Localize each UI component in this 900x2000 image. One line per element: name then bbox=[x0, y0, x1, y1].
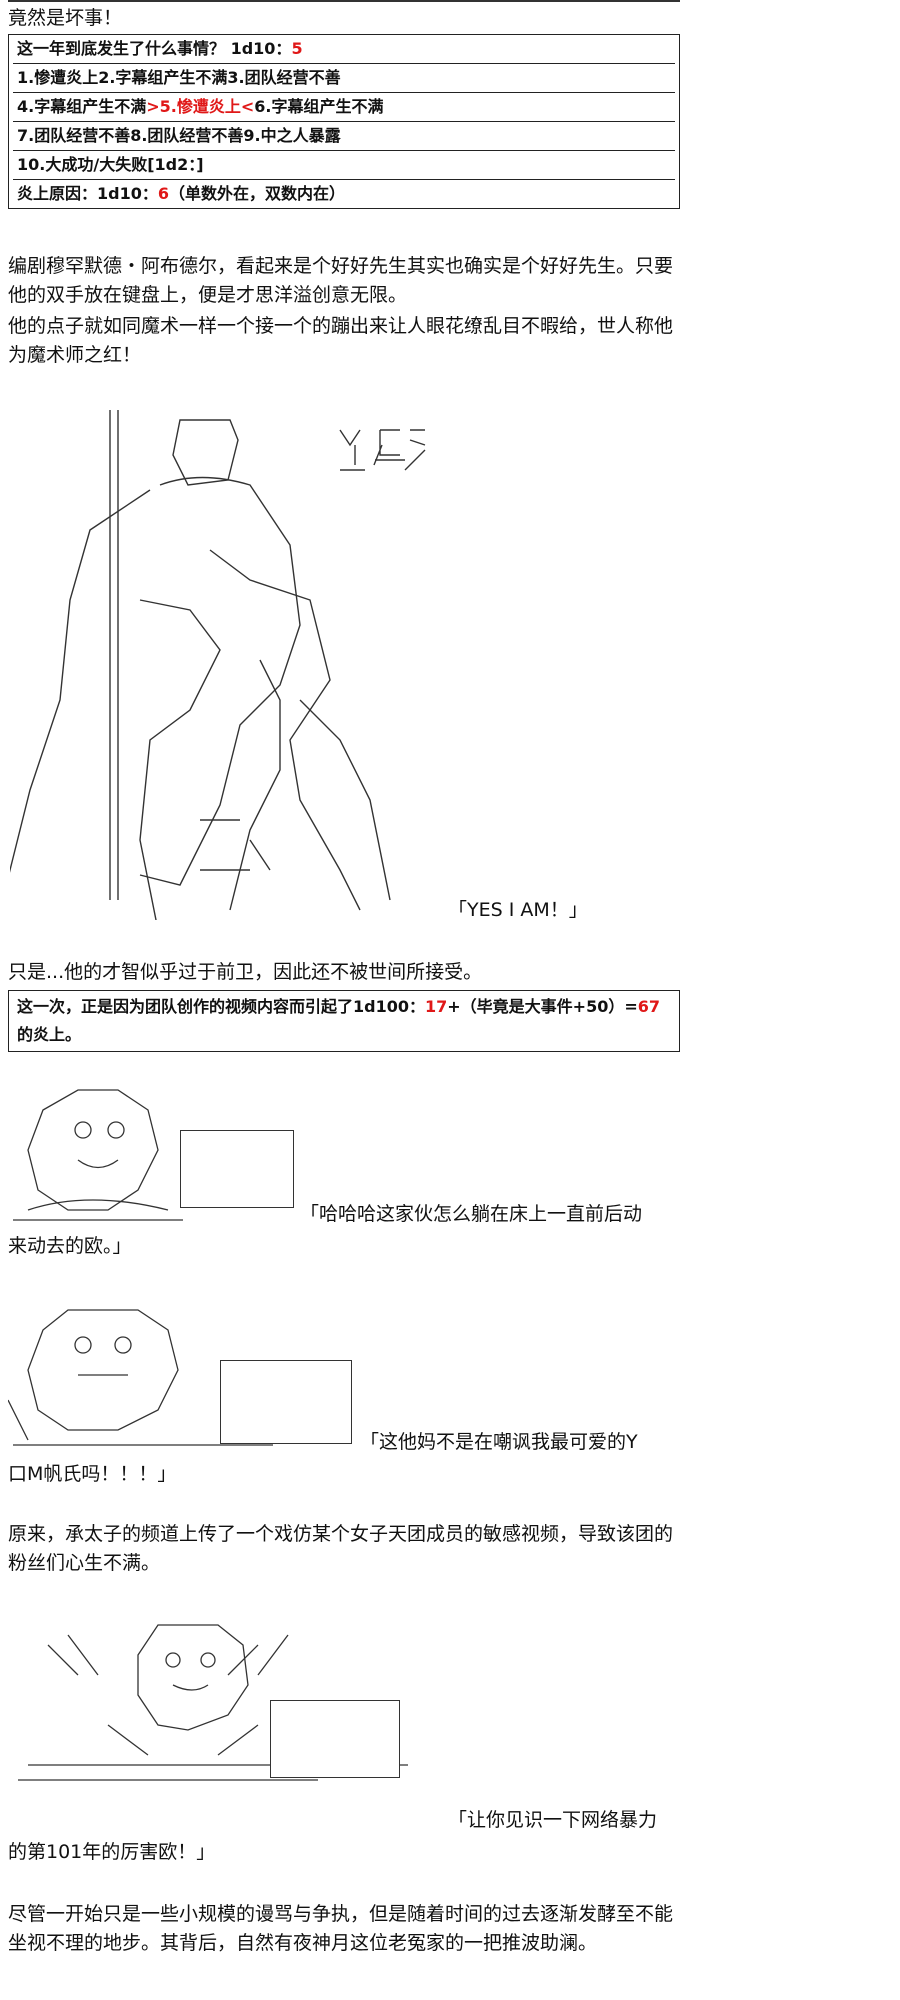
top-rule bbox=[8, 0, 680, 2]
dialogue-line: 「哈哈哈这家伙怎么躺在床上一直前后动 bbox=[300, 1203, 643, 1225]
paragraph: 他的点子就如同魔术一样一个接一个的蹦出来让人眼花缭乱目不暇给，世人称他为魔术师之… bbox=[8, 315, 674, 366]
table-row: 炎上原因：1d10：6（单数外在，双数内在） bbox=[13, 180, 675, 208]
dialogue-line: 的第101年的厉害欧！」 bbox=[8, 1841, 216, 1863]
ascii-art-magician bbox=[10, 410, 426, 920]
row-text: 4.字幕组产生不满 bbox=[17, 97, 147, 116]
table-row: 10.大成功/大失败[1d2：] bbox=[13, 151, 675, 180]
row-text: 10.大成功/大失败[1d2：] bbox=[17, 155, 204, 174]
dialogue-line: 「这他妈不是在嘲讽我最可爱的Y bbox=[360, 1431, 638, 1453]
row-text: 6.字幕组产生不满 bbox=[254, 97, 384, 116]
dice-box: 这一次，正是因为团队创作的视频内容而引起了1d100：17+（毕竟是大事件+50… bbox=[8, 990, 680, 1052]
dice-result: 17 bbox=[425, 997, 448, 1016]
monitor-frame bbox=[270, 1700, 400, 1778]
dialogue-line: 「YES I AM！」 bbox=[448, 899, 588, 921]
row-text: 炎上原因：1d10： bbox=[17, 184, 158, 203]
table-row: 4.字幕组产生不满>5.惨遭炎上<6.字幕组产生不满 bbox=[13, 93, 675, 122]
paragraph: 编剧穆罕默德・阿布德尔，看起来是个好好先生其实也确实是个好好先生。只要他的双手放… bbox=[8, 255, 674, 306]
dice-result: 67 bbox=[637, 997, 661, 1016]
dice-result: 5 bbox=[291, 39, 303, 58]
paragraph: 原来，承太子的频道上传了一个戏仿某个女子天团成员的敏感视频，导致该团的粉丝们心生… bbox=[8, 1523, 674, 1574]
selected-result: >5.惨遭炎上< bbox=[146, 97, 255, 116]
row-text: 这一年到底发生了什么事情？ 1d10： bbox=[17, 39, 292, 58]
monitor-frame bbox=[220, 1360, 352, 1444]
table-row: 1.惨遭炎上2.字幕组产生不满3.团队经营不善 bbox=[13, 64, 675, 93]
monitor-frame bbox=[180, 1130, 294, 1208]
text-part: +（毕竟是大事件+50）= bbox=[447, 997, 638, 1016]
paragraph: 只是...他的才智似乎过于前卫，因此还不被世间所接受。 bbox=[8, 961, 483, 983]
paragraph: 尽管一开始只是一些小规模的谩骂与争执，但是随着时间的过去逐渐发酵至不能坐视不理的… bbox=[8, 1903, 674, 1954]
dice-result: 6 bbox=[157, 184, 169, 203]
table-row: 7.团队经营不善8.团队经营不善9.中之人暴露 bbox=[13, 122, 675, 151]
row-text: （单数外在，双数内在） bbox=[169, 184, 346, 203]
dice-table: 这一年到底发生了什么事情？ 1d10：5 1.惨遭炎上2.字幕组产生不满3.团队… bbox=[8, 34, 680, 209]
text-part: 这一次，正是因为团队创作的视频内容而引起了1d100： bbox=[17, 997, 425, 1016]
row-text: 1.惨遭炎上2.字幕组产生不满3.团队经营不善 bbox=[17, 68, 341, 87]
dialogue-line: 来动去的欧。」 bbox=[8, 1235, 132, 1257]
ascii-art-angry-character bbox=[8, 1309, 273, 1446]
row-text: 7.团队经营不善8.团队经营不善9.中之人暴露 bbox=[17, 126, 341, 145]
intro-line: 竟然是坏事！ bbox=[8, 7, 123, 29]
table-row: 这一年到底发生了什么事情？ 1d10：5 bbox=[13, 35, 675, 64]
dialogue-line: 口M帆氏吗！！！」 bbox=[8, 1463, 177, 1485]
ascii-art-laughing-character bbox=[13, 1089, 183, 1221]
ascii-art-crowd-character bbox=[18, 1624, 408, 1781]
dialogue-line: 「让你见识一下网络暴力 bbox=[448, 1809, 658, 1831]
text-part: 的炎上。 bbox=[17, 1025, 82, 1044]
dice-text: 这一次，正是因为团队创作的视频内容而引起了1d100：17+（毕竟是大事件+50… bbox=[9, 991, 679, 1051]
